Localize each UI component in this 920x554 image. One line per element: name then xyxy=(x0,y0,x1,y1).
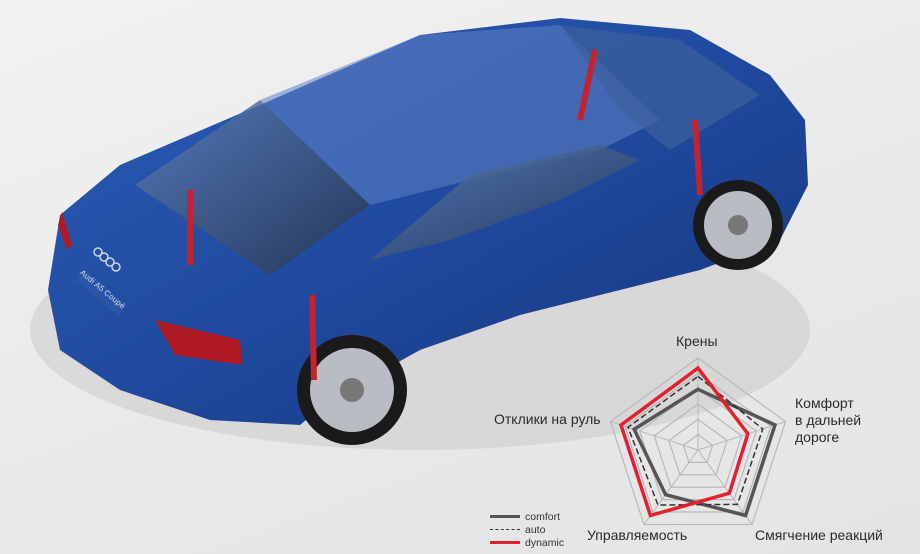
grid-ring xyxy=(638,387,758,501)
legend-label: auto xyxy=(525,523,546,536)
grid-ring xyxy=(653,403,743,488)
axis-label-line: в дальней xyxy=(795,412,862,428)
axis-label-comfort-long-road: Комфорт в дальней дороге xyxy=(795,395,861,446)
rear-wheel xyxy=(297,335,407,445)
axis-label-handling: Управляемость xyxy=(587,527,688,543)
axis-label-kreny: Крены xyxy=(676,333,718,349)
rear-window xyxy=(135,100,370,275)
grid-spoke xyxy=(643,449,699,525)
roof-glass xyxy=(260,25,660,205)
shock-absorbers xyxy=(187,49,703,381)
windshield xyxy=(560,25,760,150)
legend-item-comfort: comfort xyxy=(490,510,564,523)
axis-label-softening: Смягчение реакций xyxy=(755,527,883,543)
tail-light-left xyxy=(58,212,72,250)
side-window xyxy=(370,145,640,260)
grid-spoke xyxy=(697,449,753,525)
series-auto xyxy=(627,375,764,506)
axis-label-line: Комфорт xyxy=(795,395,854,411)
grid-ring xyxy=(609,357,787,526)
rear-badge-plate xyxy=(76,270,128,317)
chart-legend: comfort auto dynamic xyxy=(490,510,564,549)
grid-ring xyxy=(668,418,728,476)
front-wheel xyxy=(693,180,783,270)
axis-label-line: дороге xyxy=(795,429,840,445)
radar-series xyxy=(618,365,778,518)
grid-spoke xyxy=(697,421,786,451)
radar-grid xyxy=(609,357,787,526)
legend-item-auto: auto xyxy=(490,523,564,536)
grid-ring xyxy=(682,433,714,464)
legend-label: dynamic xyxy=(525,536,565,549)
grid-spoke xyxy=(610,421,699,451)
legend-label: comfort xyxy=(525,510,561,523)
tail-light xyxy=(155,320,242,365)
series-dynamic xyxy=(618,365,750,518)
audi-rings-logo xyxy=(93,247,121,272)
axis-label-steering-response: Отклики на руль xyxy=(494,411,601,427)
legend-item-dynamic: dynamic xyxy=(490,536,564,549)
